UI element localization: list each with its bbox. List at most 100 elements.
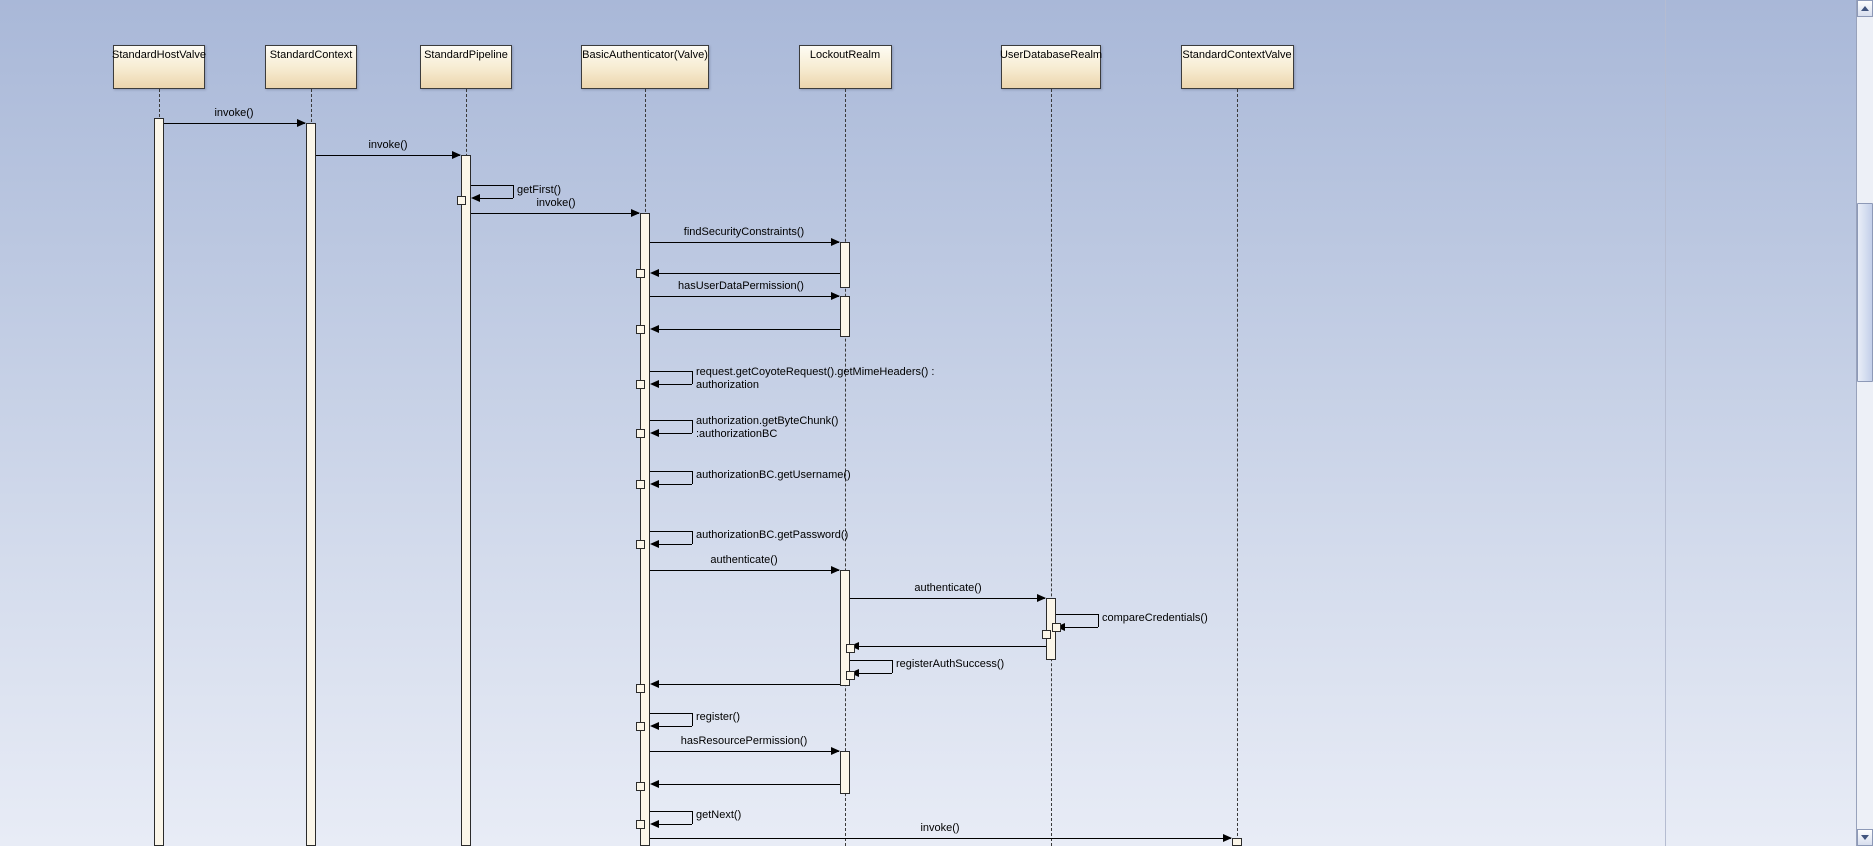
- self-message-side: [513, 185, 514, 198]
- lifeline-head-0[interactable]: StandardHostValve: [112, 45, 206, 89]
- arrowhead-left-icon: [650, 722, 659, 730]
- return-line[interactable]: [658, 273, 840, 274]
- return-line[interactable]: [658, 329, 840, 330]
- self-message-line[interactable]: [650, 531, 692, 532]
- message-label[interactable]: invoke(): [368, 139, 408, 151]
- self-message-line[interactable]: [650, 811, 692, 812]
- message-label[interactable]: invoke(): [920, 822, 960, 834]
- self-message-side: [892, 660, 893, 673]
- vertical-scrollbar[interactable]: [1856, 0, 1873, 846]
- message-label[interactable]: hasResourcePermission(): [680, 735, 808, 747]
- lifeline-head-3[interactable]: BasicAuthenticator(Valve): [581, 45, 709, 89]
- lifeline-head-1[interactable]: StandardContext: [265, 45, 357, 89]
- message-line[interactable]: [650, 570, 839, 571]
- self-message-side: [692, 420, 693, 433]
- self-message-side: [1098, 614, 1099, 627]
- self-message-label[interactable]: :authorizationBC: [696, 428, 778, 440]
- return-line[interactable]: [858, 646, 1046, 647]
- self-message-label[interactable]: register(): [696, 711, 741, 723]
- message-line[interactable]: [316, 155, 460, 156]
- self-message-label[interactable]: registerAuthSuccess(): [896, 658, 1005, 670]
- message-line[interactable]: [471, 213, 639, 214]
- self-message-line[interactable]: [1056, 614, 1098, 615]
- arrowhead-left-icon: [650, 780, 659, 788]
- down-arrow-icon: [1861, 835, 1869, 840]
- self-message-return-line: [658, 384, 692, 385]
- scroll-up-button[interactable]: [1857, 0, 1873, 17]
- activation-bar[interactable]: [154, 118, 164, 846]
- return-line[interactable]: [658, 684, 840, 685]
- arrowhead-right-icon: [297, 119, 306, 127]
- arrowhead-left-icon: [650, 680, 659, 688]
- message-label[interactable]: findSecurityConstraints(): [683, 226, 805, 238]
- message-label[interactable]: invoke(): [536, 197, 576, 209]
- self-message-line[interactable]: [650, 371, 692, 372]
- message-line[interactable]: [850, 598, 1045, 599]
- lifeline-head-2[interactable]: StandardPipeline: [420, 45, 512, 89]
- lifeline-4[interactable]: [845, 89, 846, 846]
- scrollbar-thumb[interactable]: [1857, 203, 1873, 382]
- self-message-label[interactable]: compareCredentials(): [1102, 612, 1208, 624]
- message-line[interactable]: [650, 242, 839, 243]
- self-message-return-line: [658, 433, 692, 434]
- activation-bar[interactable]: [840, 570, 850, 686]
- arrowhead-left-icon: [650, 429, 659, 437]
- message-label[interactable]: hasUserDataPermission(): [678, 280, 804, 292]
- activation-bar[interactable]: [640, 213, 650, 846]
- self-message-line[interactable]: [650, 420, 692, 421]
- arrowhead-right-icon: [631, 209, 640, 217]
- self-message-return-line: [858, 673, 892, 674]
- self-message-label[interactable]: request.getCoyoteRequest().getMimeHeader…: [696, 366, 935, 378]
- activation-bar[interactable]: [840, 242, 850, 288]
- arrowhead-left-icon: [650, 325, 659, 333]
- lifeline-head-5[interactable]: UserDatabaseRealm: [1000, 45, 1102, 89]
- message-line[interactable]: [650, 838, 1231, 839]
- arrowhead-left-icon: [650, 820, 659, 828]
- message-label[interactable]: authenticate(): [914, 582, 982, 594]
- self-message-label[interactable]: authorizationBC.getPassword(): [696, 529, 849, 541]
- message-label[interactable]: invoke(): [214, 107, 254, 119]
- lifeline-6[interactable]: [1237, 89, 1238, 846]
- activation-bar[interactable]: [306, 123, 316, 846]
- self-message-side: [692, 811, 693, 824]
- self-message-line[interactable]: [471, 185, 513, 186]
- activation-bar[interactable]: [1232, 838, 1242, 846]
- self-message-line[interactable]: [850, 660, 892, 661]
- self-message-label[interactable]: authorization.getByteChunk(): [696, 415, 839, 427]
- scroll-down-button[interactable]: [1857, 829, 1873, 846]
- self-message-label[interactable]: getNext(): [696, 809, 742, 821]
- activation-marker: [636, 429, 645, 438]
- message-line[interactable]: [650, 751, 839, 752]
- self-message-label[interactable]: getFirst(): [517, 184, 561, 196]
- activation-bar[interactable]: [461, 155, 471, 846]
- arrowhead-right-icon: [1223, 834, 1232, 842]
- up-arrow-icon: [1861, 6, 1869, 11]
- message-label[interactable]: authenticate(): [710, 554, 778, 566]
- self-message-side: [692, 471, 693, 484]
- message-line[interactable]: [650, 296, 839, 297]
- self-message-side: [692, 531, 693, 544]
- activation-bar[interactable]: [840, 751, 850, 794]
- activation-marker: [636, 540, 645, 549]
- self-message-label[interactable]: authorization: [696, 379, 759, 391]
- self-message-return-line: [658, 544, 692, 545]
- self-message-label[interactable]: authorizationBC.getUsername(): [696, 469, 851, 481]
- arrowhead-right-icon: [831, 238, 840, 246]
- activation-bar[interactable]: [840, 296, 850, 337]
- arrowhead-right-icon: [452, 151, 461, 159]
- return-line[interactable]: [658, 784, 840, 785]
- activation-marker: [846, 644, 855, 653]
- lifeline-head-6[interactable]: StandardContextValve: [1180, 45, 1294, 89]
- message-line[interactable]: [164, 123, 305, 124]
- activation-marker: [636, 380, 645, 389]
- self-message-line[interactable]: [650, 471, 692, 472]
- arrowhead-right-icon: [831, 292, 840, 300]
- self-message-return-line: [658, 484, 692, 485]
- arrowhead-left-icon: [650, 269, 659, 277]
- self-message-line[interactable]: [650, 713, 692, 714]
- arrowhead-left-icon: [650, 540, 659, 548]
- lifeline-5[interactable]: [1051, 89, 1052, 846]
- lifeline-head-4[interactable]: LockoutRealm: [798, 45, 892, 89]
- self-message-return-line: [658, 726, 692, 727]
